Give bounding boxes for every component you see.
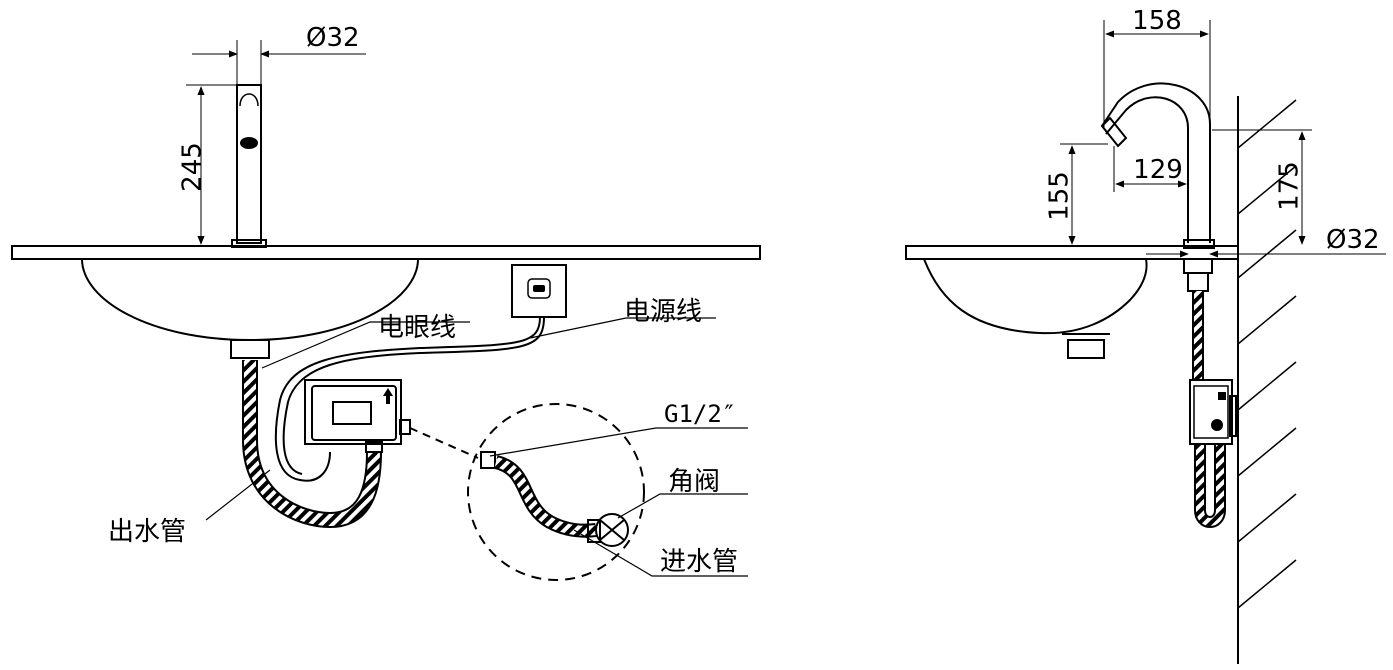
front-view: Ø32 245 电眼线 电源线: [11, 23, 761, 581]
detail-circle: [467, 403, 645, 581]
control-box: [304, 379, 411, 453]
faucet-side: [1100, 82, 1215, 292]
power-socket: [511, 264, 567, 318]
dim-spout-height: 155: [1045, 143, 1108, 245]
angle-valve: [587, 513, 629, 547]
label-sensor-wire: 电眼线: [378, 313, 456, 343]
dim-height-text: 245: [178, 142, 208, 192]
side-view: 158 129 155 175 Ø32: [905, 6, 1386, 664]
dim-diameter-side: Ø32: [1146, 225, 1386, 258]
dim-reach: 158: [1103, 6, 1211, 128]
countertop-side: [905, 245, 1239, 260]
basin: [81, 258, 419, 342]
dim-inner: 129: [1113, 146, 1187, 192]
label-angle-valve: 角阀: [668, 467, 720, 497]
dim-spout-height-text: 155: [1045, 171, 1075, 221]
dim-diameter-front: Ø32: [192, 23, 366, 85]
connector-dashed: [409, 427, 479, 459]
dim-height-front: 245: [178, 84, 237, 247]
label-thread: G1/2″: [664, 400, 736, 428]
label-outlet-hose: 出水管: [108, 517, 186, 547]
power-wire-leader: [529, 317, 716, 339]
wall-hatching: [1237, 99, 1297, 609]
dim-total-height-text: 175: [1275, 161, 1305, 211]
label-inlet-hose: 进水管: [660, 547, 738, 577]
power-cord: [274, 316, 541, 482]
countertop: [11, 245, 761, 260]
dim-diameter-side-text: Ø32: [1326, 225, 1380, 255]
sensor-window: [240, 137, 258, 149]
basin-drain: [230, 339, 270, 359]
control-box-side: [1189, 379, 1237, 445]
basin-side: [923, 258, 1148, 335]
sensor-wire-leader: [261, 321, 470, 369]
dim-inner-text: 129: [1133, 155, 1183, 185]
label-power-wire: 电源线: [624, 297, 702, 327]
dim-reach-text: 158: [1132, 6, 1182, 36]
dim-total-height: 175: [1212, 129, 1312, 245]
faucet-front: [231, 84, 267, 248]
basin-drain-side: [1067, 339, 1105, 359]
dim-diameter-text: Ø32: [306, 23, 360, 53]
